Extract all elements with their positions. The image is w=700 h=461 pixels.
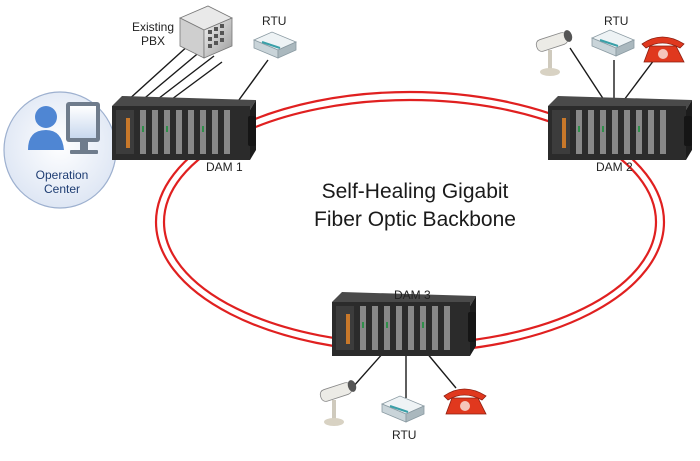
rtu-label: RTU: [392, 428, 417, 442]
server-icon: [179, 5, 233, 59]
rtu-label: RTU: [262, 14, 287, 28]
operation-center-label: Operation Center: [35, 168, 89, 196]
router-icon: [590, 29, 636, 57]
dam-chassis: [548, 96, 692, 160]
router-icon: [252, 31, 298, 59]
dam-chassis: [112, 96, 256, 160]
dam-chassis: [332, 292, 476, 356]
dam3-links: [351, 351, 457, 398]
dam3-label: DAM 3: [394, 288, 431, 302]
title-line-1: Self-Healing Gigabit: [321, 180, 509, 203]
dam1-links: [125, 43, 269, 105]
operation-center: [3, 91, 117, 209]
computer-user-icon: [28, 102, 100, 154]
title-line-2: Fiber Optic Backbone: [314, 208, 516, 231]
rtu-label: RTU: [604, 14, 629, 28]
telephone-icon: [641, 36, 685, 63]
dam2-links: [569, 47, 655, 101]
security-camera-icon: [535, 30, 573, 76]
dam2-label: DAM 2: [596, 160, 633, 174]
pbx-label: Existing PBX: [132, 20, 175, 48]
diagram-title: Self-Healing Gigabit Fiber Optic Backbon…: [250, 178, 580, 234]
telephone-icon: [443, 388, 487, 415]
dam1-label: DAM 1: [206, 160, 243, 174]
router-icon: [380, 395, 426, 423]
security-camera-icon: [319, 380, 357, 426]
